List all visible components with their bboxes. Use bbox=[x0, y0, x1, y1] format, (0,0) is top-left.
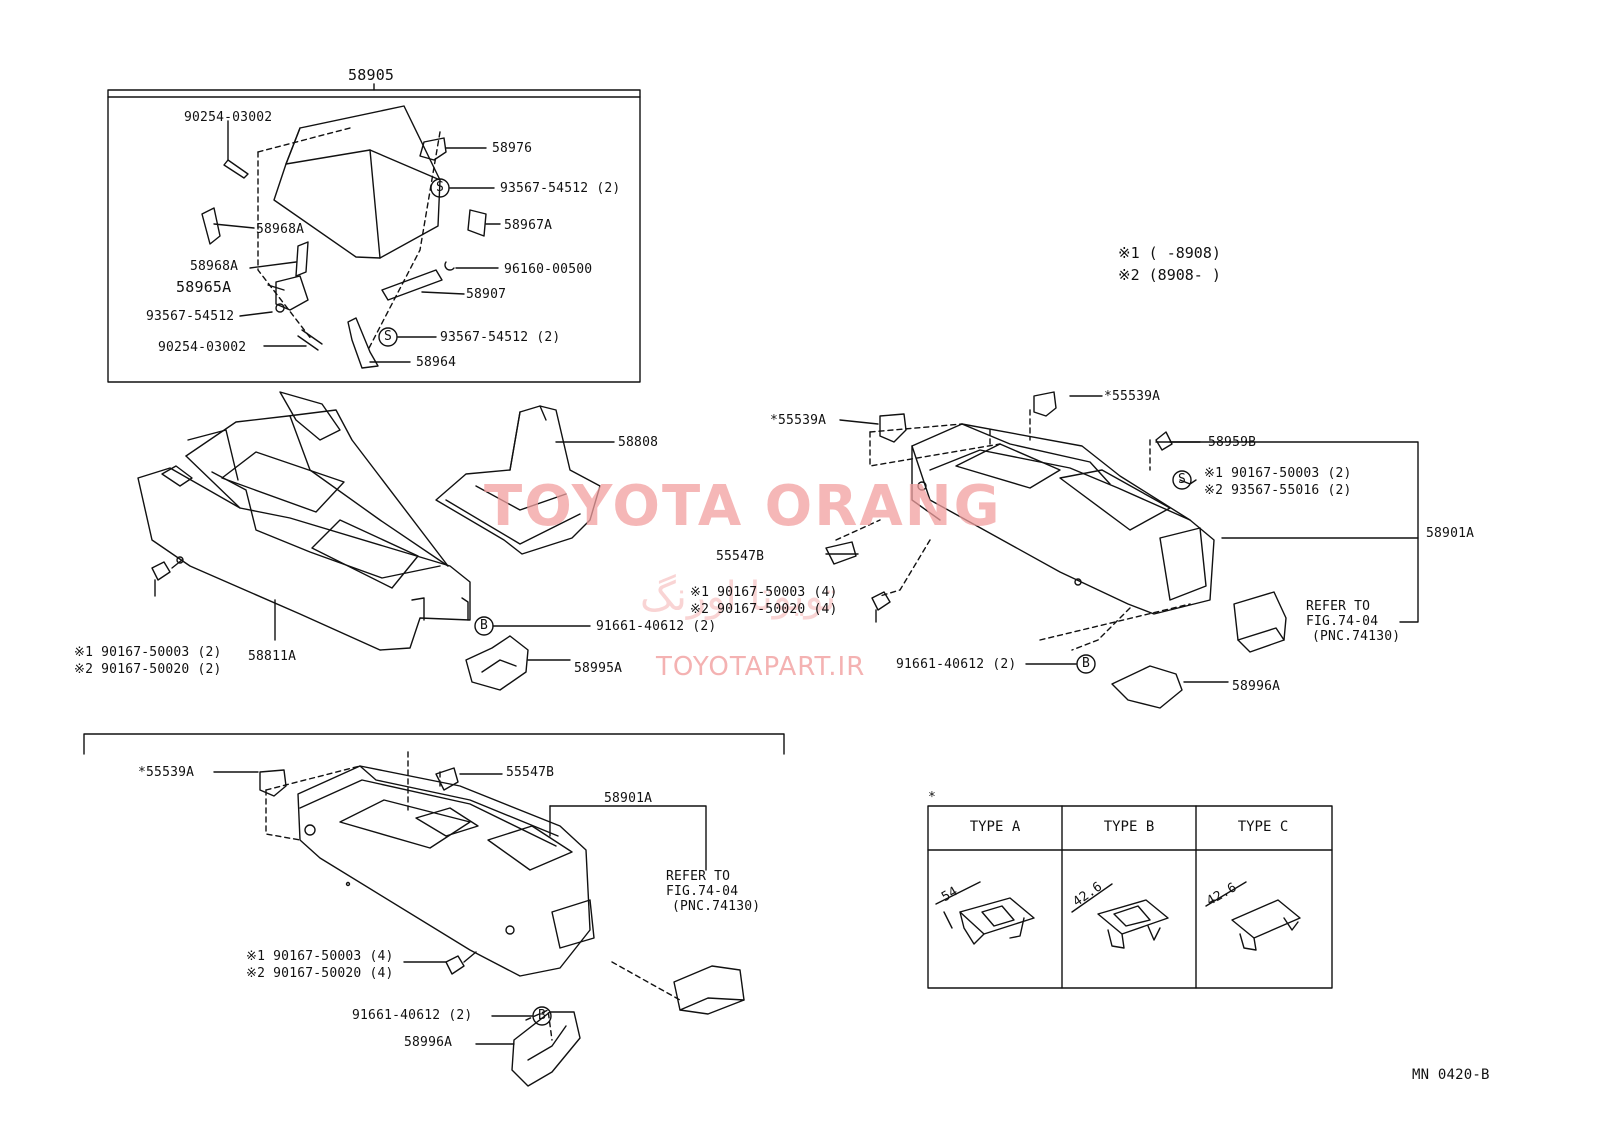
label-58968A-b: 58968A bbox=[190, 259, 239, 274]
b-mark-icon: B bbox=[1082, 656, 1091, 671]
legend-line-2: ※2 (8908- ) bbox=[1118, 266, 1221, 284]
label-58901A-bottom: 58901A bbox=[604, 791, 653, 806]
bracket-58996A-bottom bbox=[511, 1011, 581, 1087]
label-58964: 58964 bbox=[416, 355, 457, 370]
label-s-bolt-2: ※2 93567-55016 (2) bbox=[1204, 483, 1352, 498]
label-58968A-a: 58968A bbox=[256, 222, 305, 237]
label-58811A: 58811A bbox=[248, 649, 297, 664]
label-91661-40612-right: 91661-40612 (2) bbox=[896, 657, 1017, 672]
label-58808: 58808 bbox=[618, 435, 659, 450]
watermark-url: TOYOTAPART.IR bbox=[656, 652, 866, 682]
label-90254-03002-top: 90254-03002 bbox=[184, 110, 273, 125]
type-table-asterisk: * bbox=[928, 790, 937, 805]
type-c-header: TYPE C bbox=[1237, 819, 1289, 835]
label-bottom-bolt-1: ※1 90167-50003 (4) bbox=[246, 949, 394, 964]
label-91661-40612-bottom: 91661-40612 (2) bbox=[352, 1008, 473, 1023]
label-right-bolt-1: ※1 90167-50003 (4) bbox=[690, 585, 838, 600]
label-left-bolt-1: ※1 90167-50003 (2) bbox=[74, 645, 222, 660]
label-58995A: 58995A bbox=[574, 661, 623, 676]
label-left-bolt-2: ※2 90167-50020 (2) bbox=[74, 662, 222, 677]
label-93567-54512: 93567-54512 bbox=[146, 309, 235, 324]
label-55547B-right: 55547B bbox=[716, 549, 765, 564]
s-mark-icon: S bbox=[384, 329, 393, 344]
label-bottom-bolt-2: ※2 90167-50020 (4) bbox=[246, 966, 394, 981]
bracket-58995A bbox=[465, 635, 529, 691]
left-console-shape bbox=[137, 467, 471, 651]
bracket-58996A-right bbox=[1111, 665, 1183, 709]
label-refer-right-1: REFER TO bbox=[1306, 599, 1371, 614]
label-55539A-bottom: *55539A bbox=[138, 765, 195, 780]
label-58959B: 58959B bbox=[1208, 435, 1257, 450]
label-s-bolt-1: ※1 90167-50003 (2) bbox=[1204, 466, 1352, 481]
label-93567-54512-2b: 93567-54512 (2) bbox=[440, 330, 561, 345]
type-table-frame bbox=[927, 805, 1333, 989]
bottom-console-shape bbox=[297, 765, 591, 977]
assembly-title: 58905 bbox=[348, 66, 395, 84]
label-refer-bottom-1: REFER TO bbox=[666, 869, 731, 884]
label-55539A-top: *55539A bbox=[1104, 389, 1161, 404]
label-58901A-right: 58901A bbox=[1426, 526, 1475, 541]
label-refer-bottom-2: FIG.74-04 bbox=[666, 884, 739, 899]
label-58996A-bottom: 58996A bbox=[404, 1035, 453, 1050]
label-58996A-right: 58996A bbox=[1232, 679, 1281, 694]
label-refer-bottom-3: (PNC.74130) bbox=[672, 899, 761, 914]
label-58965A: 58965A bbox=[176, 278, 232, 296]
label-58907: 58907 bbox=[466, 287, 507, 302]
shift-boot-shape bbox=[435, 405, 601, 555]
label-58967A: 58967A bbox=[504, 218, 553, 233]
b-mark-icon: B bbox=[480, 618, 489, 633]
label-right-bolt-2: ※2 90167-50020 (4) bbox=[690, 602, 838, 617]
label-93567-54512-2a: 93567-54512 (2) bbox=[500, 181, 621, 196]
label-58976: 58976 bbox=[492, 141, 533, 156]
label-90254-03002-bottom: 90254-03002 bbox=[158, 340, 247, 355]
b-mark-icon: B bbox=[538, 1008, 547, 1023]
label-91661-40612-mid: 91661-40612 (2) bbox=[596, 619, 717, 634]
label-55547B-bottom: 55547B bbox=[506, 765, 555, 780]
label-refer-right-2: FIG.74-04 bbox=[1306, 614, 1379, 629]
s-mark-icon: S bbox=[436, 180, 445, 195]
legend-line-1: ※1 ( -8908) bbox=[1118, 244, 1221, 262]
label-96160-00500: 96160-00500 bbox=[504, 262, 593, 277]
s-mark-icon: S bbox=[1178, 472, 1187, 487]
label-55539A-left: *55539A bbox=[770, 413, 827, 428]
right-console-upper-shape bbox=[911, 423, 1215, 615]
watermark-main: TOYOTA ORANG bbox=[484, 474, 1002, 539]
type-b-header: TYPE B bbox=[1103, 819, 1155, 835]
label-refer-right-3: (PNC.74130) bbox=[1312, 629, 1401, 644]
type-a-header: TYPE A bbox=[969, 819, 1021, 835]
watermark-persian: تویوتا اورنگ bbox=[640, 574, 837, 620]
diagram-code: MN 0420-B bbox=[1412, 1067, 1490, 1083]
assembly-box-frame bbox=[107, 96, 641, 383]
